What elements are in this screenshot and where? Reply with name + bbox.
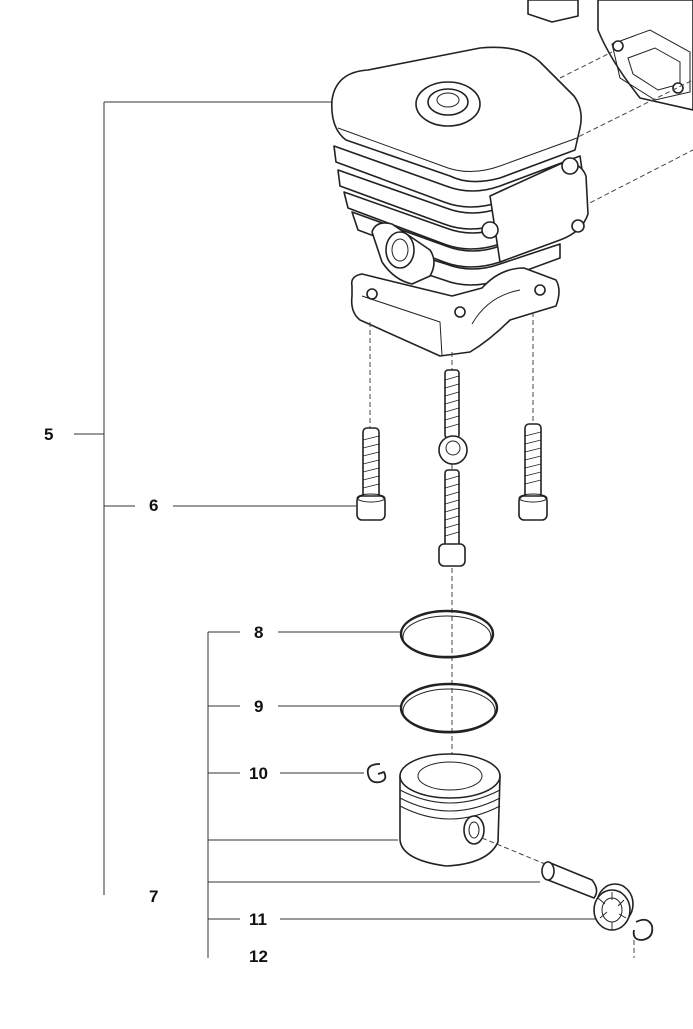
bracket-group-5 bbox=[74, 101, 338, 895]
callout-12: 12 bbox=[249, 947, 268, 966]
callout-11: 11 bbox=[249, 910, 267, 929]
muffler-flange-partial bbox=[527, 0, 693, 211]
callout-6: 6 bbox=[149, 496, 159, 515]
callout-10: 10 bbox=[249, 764, 268, 783]
piston-ring-lower bbox=[399, 682, 499, 734]
callout-9: 9 bbox=[254, 697, 264, 716]
bracket-group-7 bbox=[207, 631, 596, 958]
callout-7: 7 bbox=[149, 887, 159, 906]
cylinder-stud-center bbox=[438, 369, 468, 567]
callout-5: 5 bbox=[44, 425, 54, 444]
piston-ring-upper bbox=[399, 609, 495, 659]
needle-bearing bbox=[593, 883, 634, 931]
circlip-left bbox=[366, 763, 387, 784]
cylinder-screw-right bbox=[518, 423, 548, 521]
piston-pin bbox=[541, 861, 598, 899]
callout-8: 8 bbox=[254, 623, 264, 642]
piston bbox=[399, 753, 551, 867]
cylinder bbox=[330, 46, 589, 357]
circlip-right bbox=[632, 918, 654, 958]
cylinder-screw-left bbox=[356, 427, 386, 521]
